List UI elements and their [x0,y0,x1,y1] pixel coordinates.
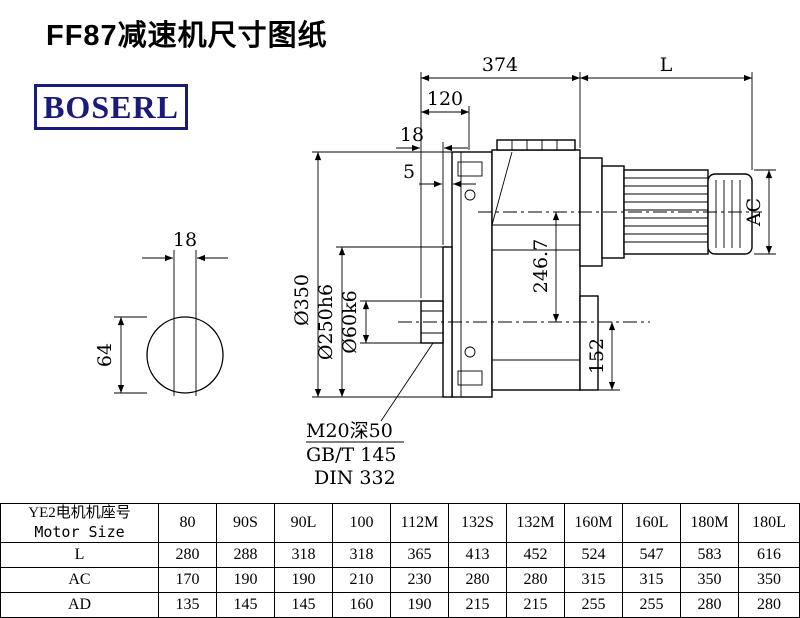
table-row-AC: AC 170 190 190 210 230 280 280 315 315 3… [0,567,800,593]
brand-logo: BOSERL [34,84,188,130]
table-cell: 280 [158,542,217,568]
table-cell: 318 [332,542,391,568]
table-cell: 288 [216,542,275,568]
dim-bore-diameter-label: Ø60k6 [339,290,361,353]
bearing-cap [579,295,599,391]
table-cell: 350 [680,567,739,593]
shaft-section-view: 18 64 [94,229,228,396]
header-col: 180L [738,503,800,543]
table-cell: 616 [738,542,800,568]
dim-spigot-diameter-label: Ø250h6 [315,284,337,360]
gearbox-dimension-drawing: 18 64 [94,54,776,489]
header-col: 90S [216,503,275,543]
header-col: 112M [390,503,449,543]
header-motor-size-en: Motor Size [34,523,125,541]
page-title: FF87减速机尺寸图纸 [46,20,328,52]
row-label: AC [0,567,159,593]
table-cell: 583 [680,542,739,568]
dim-flange-diameter-label: Ø350 [291,274,313,326]
gb-standard-label: GB/T 145 [306,444,397,466]
fan-cowl-slots [715,180,741,248]
dim-L-label: L [660,54,673,76]
dim-key-width-label: 18 [173,229,197,251]
table-cell: 315 [564,567,623,593]
table-cell: 190 [216,567,275,593]
table-cell: 452 [506,542,565,568]
table-cell: 230 [390,567,449,593]
dim-section-height-label: 64 [94,343,116,367]
table-cell: 280 [448,567,507,593]
din-standard-label: DIN 332 [314,467,396,489]
table-row-L: L 280 288 318 318 365 413 452 524 547 58… [0,542,800,568]
flange-bolt-slot-top [457,161,483,177]
dim-246-label: 246.7 [530,239,552,293]
dim-AC-label: AC [743,198,765,227]
dim-5-label: 5 [403,161,415,183]
header-col: 80 [158,503,217,543]
header-col: 180M [680,503,739,543]
motor-fins [624,177,708,243]
leader-line [380,342,434,422]
thread-note-label: M20深50 [306,420,393,442]
header-motor-size-cn: YE2电机机座号 [28,505,131,522]
table-cell: 190 [274,567,333,593]
table-cell: 413 [448,542,507,568]
header-col: 100 [332,503,391,543]
row-label: L [0,542,159,568]
header-col: 160L [622,503,681,543]
table-cell: 318 [274,542,333,568]
table-header-row: YE2电机机座号 Motor Size 80 90S 90L 100 112M … [0,503,800,543]
header-col: 132S [448,503,507,543]
header-col: 132M [506,503,565,543]
table-cell: 350 [738,567,800,593]
motor-fan-cowl [707,173,753,255]
table-cell: 547 [622,542,681,568]
housing-top-plate [496,139,576,151]
gearbox-side-view [398,139,762,398]
dim-120-label: 120 [427,88,463,110]
header-motor-size: YE2电机机座号 Motor Size [0,503,159,543]
motor-size-table: YE2电机机座号 Motor Size 80 90S 90L 100 112M … [0,503,800,618]
housing-slant [491,151,513,226]
flange-bolt-hole-top [464,189,476,201]
dim-152-label: 152 [586,338,608,374]
shaft-section-circle [146,316,224,394]
header-col: 90L [274,503,333,543]
table-cell: 524 [564,542,623,568]
flange-bolt-hole-bottom [464,346,476,358]
table-cell: 170 [158,567,217,593]
table-cell: 280 [506,567,565,593]
table-cell: 365 [390,542,449,568]
output-flange [451,151,493,398]
dim-374-label: 374 [482,54,518,76]
dim-18-label: 18 [400,124,424,146]
table-cell: 210 [332,567,391,593]
gear-housing [491,149,581,391]
dimensions: 374 L 120 18 5 Ø350 Ø250h6 Ø60k6 246.7 [291,54,776,398]
thread-note: M20深50 GB/T 145 DIN 332 [306,342,434,489]
flange-bolt-slot-bottom [457,370,483,386]
brand-logo-text: BOSERL [43,89,179,125]
table-cell: 315 [622,567,681,593]
header-col: 160M [564,503,623,543]
